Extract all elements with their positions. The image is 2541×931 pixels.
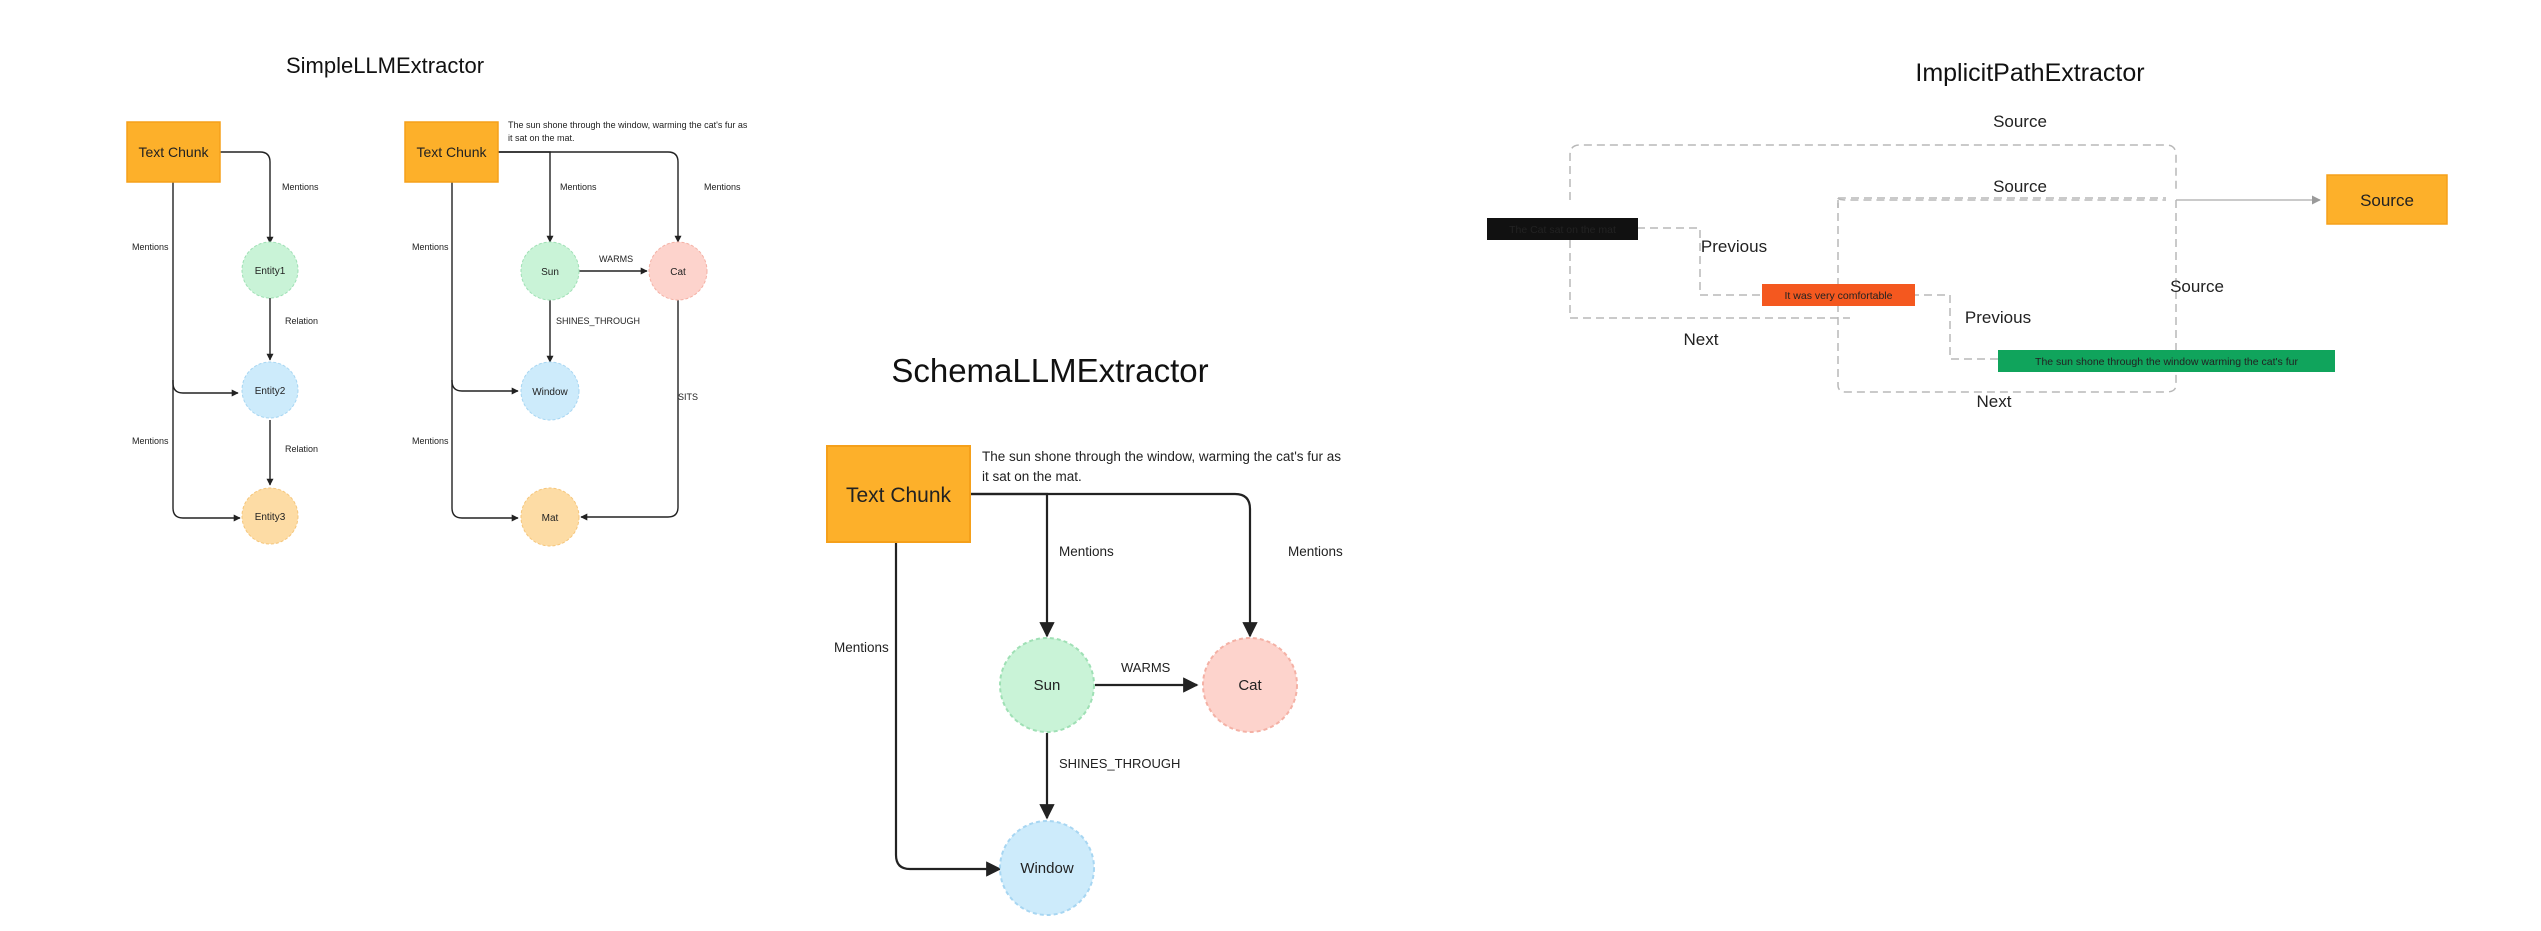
implicit-node-1-label: The Cat sat on the mat bbox=[1509, 224, 1616, 236]
simple-entity1-label: Entity1 bbox=[255, 266, 286, 277]
edge-chunk-window bbox=[451, 182, 519, 395]
edge-source-top bbox=[1569, 144, 2177, 200]
schema-warms: WARMS bbox=[1121, 660, 1171, 675]
schema-sun-node bbox=[999, 637, 1095, 733]
simple-left-relation-2: Relation bbox=[285, 444, 318, 454]
simple-cat-label: Cat bbox=[670, 267, 686, 278]
simple-window-label: Window bbox=[532, 387, 568, 398]
edge-schema-chunk-sun bbox=[970, 492, 1055, 638]
simple-right-warms: WARMS bbox=[599, 254, 633, 264]
implicit-node-1 bbox=[1487, 218, 1638, 240]
simple-right-sits: SITS bbox=[678, 392, 698, 402]
simple-left-text-chunk bbox=[126, 121, 221, 183]
implicit-node-2 bbox=[1762, 284, 1915, 306]
simple-right-mentions-cat: Mentions bbox=[704, 182, 741, 192]
edge-next-1 bbox=[1569, 240, 1850, 319]
simple-right-shines: SHINES_THROUGH bbox=[556, 316, 640, 326]
simple-mat-node bbox=[520, 487, 580, 547]
implicit-next-2: Next bbox=[1977, 392, 2012, 411]
edge-previous-2 bbox=[1914, 294, 1998, 360]
edge-next-2 bbox=[1837, 200, 2177, 393]
simple-entity2-label: Entity2 bbox=[255, 386, 286, 397]
edge-source-mid bbox=[1837, 197, 2166, 201]
simple-right-mentions-mat: Mentions bbox=[412, 436, 449, 446]
edge-chunk-entity2 bbox=[172, 182, 239, 397]
simple-cat-node bbox=[648, 241, 708, 301]
implicit-node-3-label: The sun shone through the window warming… bbox=[2035, 356, 2298, 368]
simple-left-relation-1: Relation bbox=[285, 316, 318, 326]
schema-mentions-sun: Mentions bbox=[1059, 544, 1114, 559]
schema-mentions-window: Mentions bbox=[834, 640, 889, 655]
edge-chunk-cat bbox=[497, 151, 682, 243]
schema-window-node bbox=[999, 820, 1095, 916]
schema-llm-extractor: SchemaLLMExtractor Text Chunk The sun sh… bbox=[826, 352, 1343, 916]
implicit-source-node bbox=[2326, 174, 2448, 225]
implicit-source-node-label: Source bbox=[2360, 191, 2414, 210]
edge-chunk-sun bbox=[497, 151, 554, 243]
implicit-source-mid: Source bbox=[1993, 177, 2047, 196]
simple-left-edges bbox=[172, 151, 274, 522]
simple-sun-node bbox=[520, 241, 580, 301]
simple-llm-extractor: SimpleLLMExtractor Text Chunk Entity1 En… bbox=[126, 53, 748, 547]
schema-sun-label: Sun bbox=[1034, 677, 1061, 694]
schema-sentence-line2: it sat on the mat. bbox=[982, 469, 1082, 484]
implicit-node-2-label: It was very comfortable bbox=[1785, 290, 1893, 302]
simple-right-edges bbox=[451, 151, 682, 522]
simple-entity3-label: Entity3 bbox=[255, 512, 286, 523]
implicit-path-extractor: ImplicitPathExtractor The Cat sat on the… bbox=[1487, 59, 2448, 411]
simple-right-mentions-window: Mentions bbox=[412, 242, 449, 252]
schema-edges bbox=[894, 492, 1258, 877]
simple-right-sentence-line2: it sat on the mat. bbox=[508, 133, 575, 143]
schema-text-chunk bbox=[826, 445, 971, 543]
implicit-source-right: Source bbox=[2170, 277, 2224, 296]
simple-mat-label: Mat bbox=[542, 513, 559, 524]
schema-cat-node bbox=[1202, 637, 1298, 733]
schema-sentence-line1: The sun shone through the window, warmin… bbox=[982, 449, 1341, 464]
schema-cat-label: Cat bbox=[1238, 677, 1262, 694]
simple-left-mentions-3: Mentions bbox=[132, 436, 169, 446]
simple-left-mentions-1: Mentions bbox=[282, 182, 319, 192]
edge-previous-1 bbox=[1637, 227, 1762, 296]
simple-right-mentions-sun: Mentions bbox=[560, 182, 597, 192]
implicit-dashed-edges bbox=[1569, 144, 2177, 393]
edge-chunk-entity1 bbox=[220, 151, 274, 244]
simple-entity1-node bbox=[241, 241, 299, 299]
edge-chunk-entity3 bbox=[172, 380, 241, 522]
edge-schema-chunk-cat bbox=[970, 492, 1258, 638]
implicit-previous-2: Previous bbox=[1965, 308, 2031, 327]
simple-sun-label: Sun bbox=[541, 267, 559, 278]
simple-entity2-node bbox=[241, 361, 299, 419]
implicit-previous-1: Previous bbox=[1701, 237, 1767, 256]
simple-left-text-chunk-label: Text Chunk bbox=[138, 144, 209, 160]
implicit-source-top: Source bbox=[1993, 112, 2047, 131]
edge-cat-mat bbox=[580, 300, 679, 521]
edge-chunk-mat bbox=[451, 380, 519, 522]
schema-title: SchemaLLMExtractor bbox=[891, 352, 1208, 389]
implicit-node-3 bbox=[1998, 350, 2335, 372]
simple-title: SimpleLLMExtractor bbox=[286, 53, 484, 78]
schema-mentions-cat: Mentions bbox=[1288, 544, 1343, 559]
edge-schema-chunk-window bbox=[894, 542, 1002, 877]
schema-window-label: Window bbox=[1020, 860, 1074, 877]
simple-right-text-chunk bbox=[404, 121, 499, 183]
simple-window-node bbox=[520, 361, 580, 421]
simple-right-text-chunk-label: Text Chunk bbox=[416, 144, 487, 160]
simple-right-sentence-line1: The sun shone through the window, warmin… bbox=[508, 120, 748, 130]
simple-left-mentions-2: Mentions bbox=[132, 242, 169, 252]
implicit-next-1: Next bbox=[1684, 330, 1719, 349]
implicit-title: ImplicitPathExtractor bbox=[1915, 59, 2144, 87]
schema-shines: SHINES_THROUGH bbox=[1059, 756, 1180, 771]
simple-entity3-node bbox=[241, 487, 299, 545]
schema-text-chunk-label: Text Chunk bbox=[846, 484, 952, 507]
